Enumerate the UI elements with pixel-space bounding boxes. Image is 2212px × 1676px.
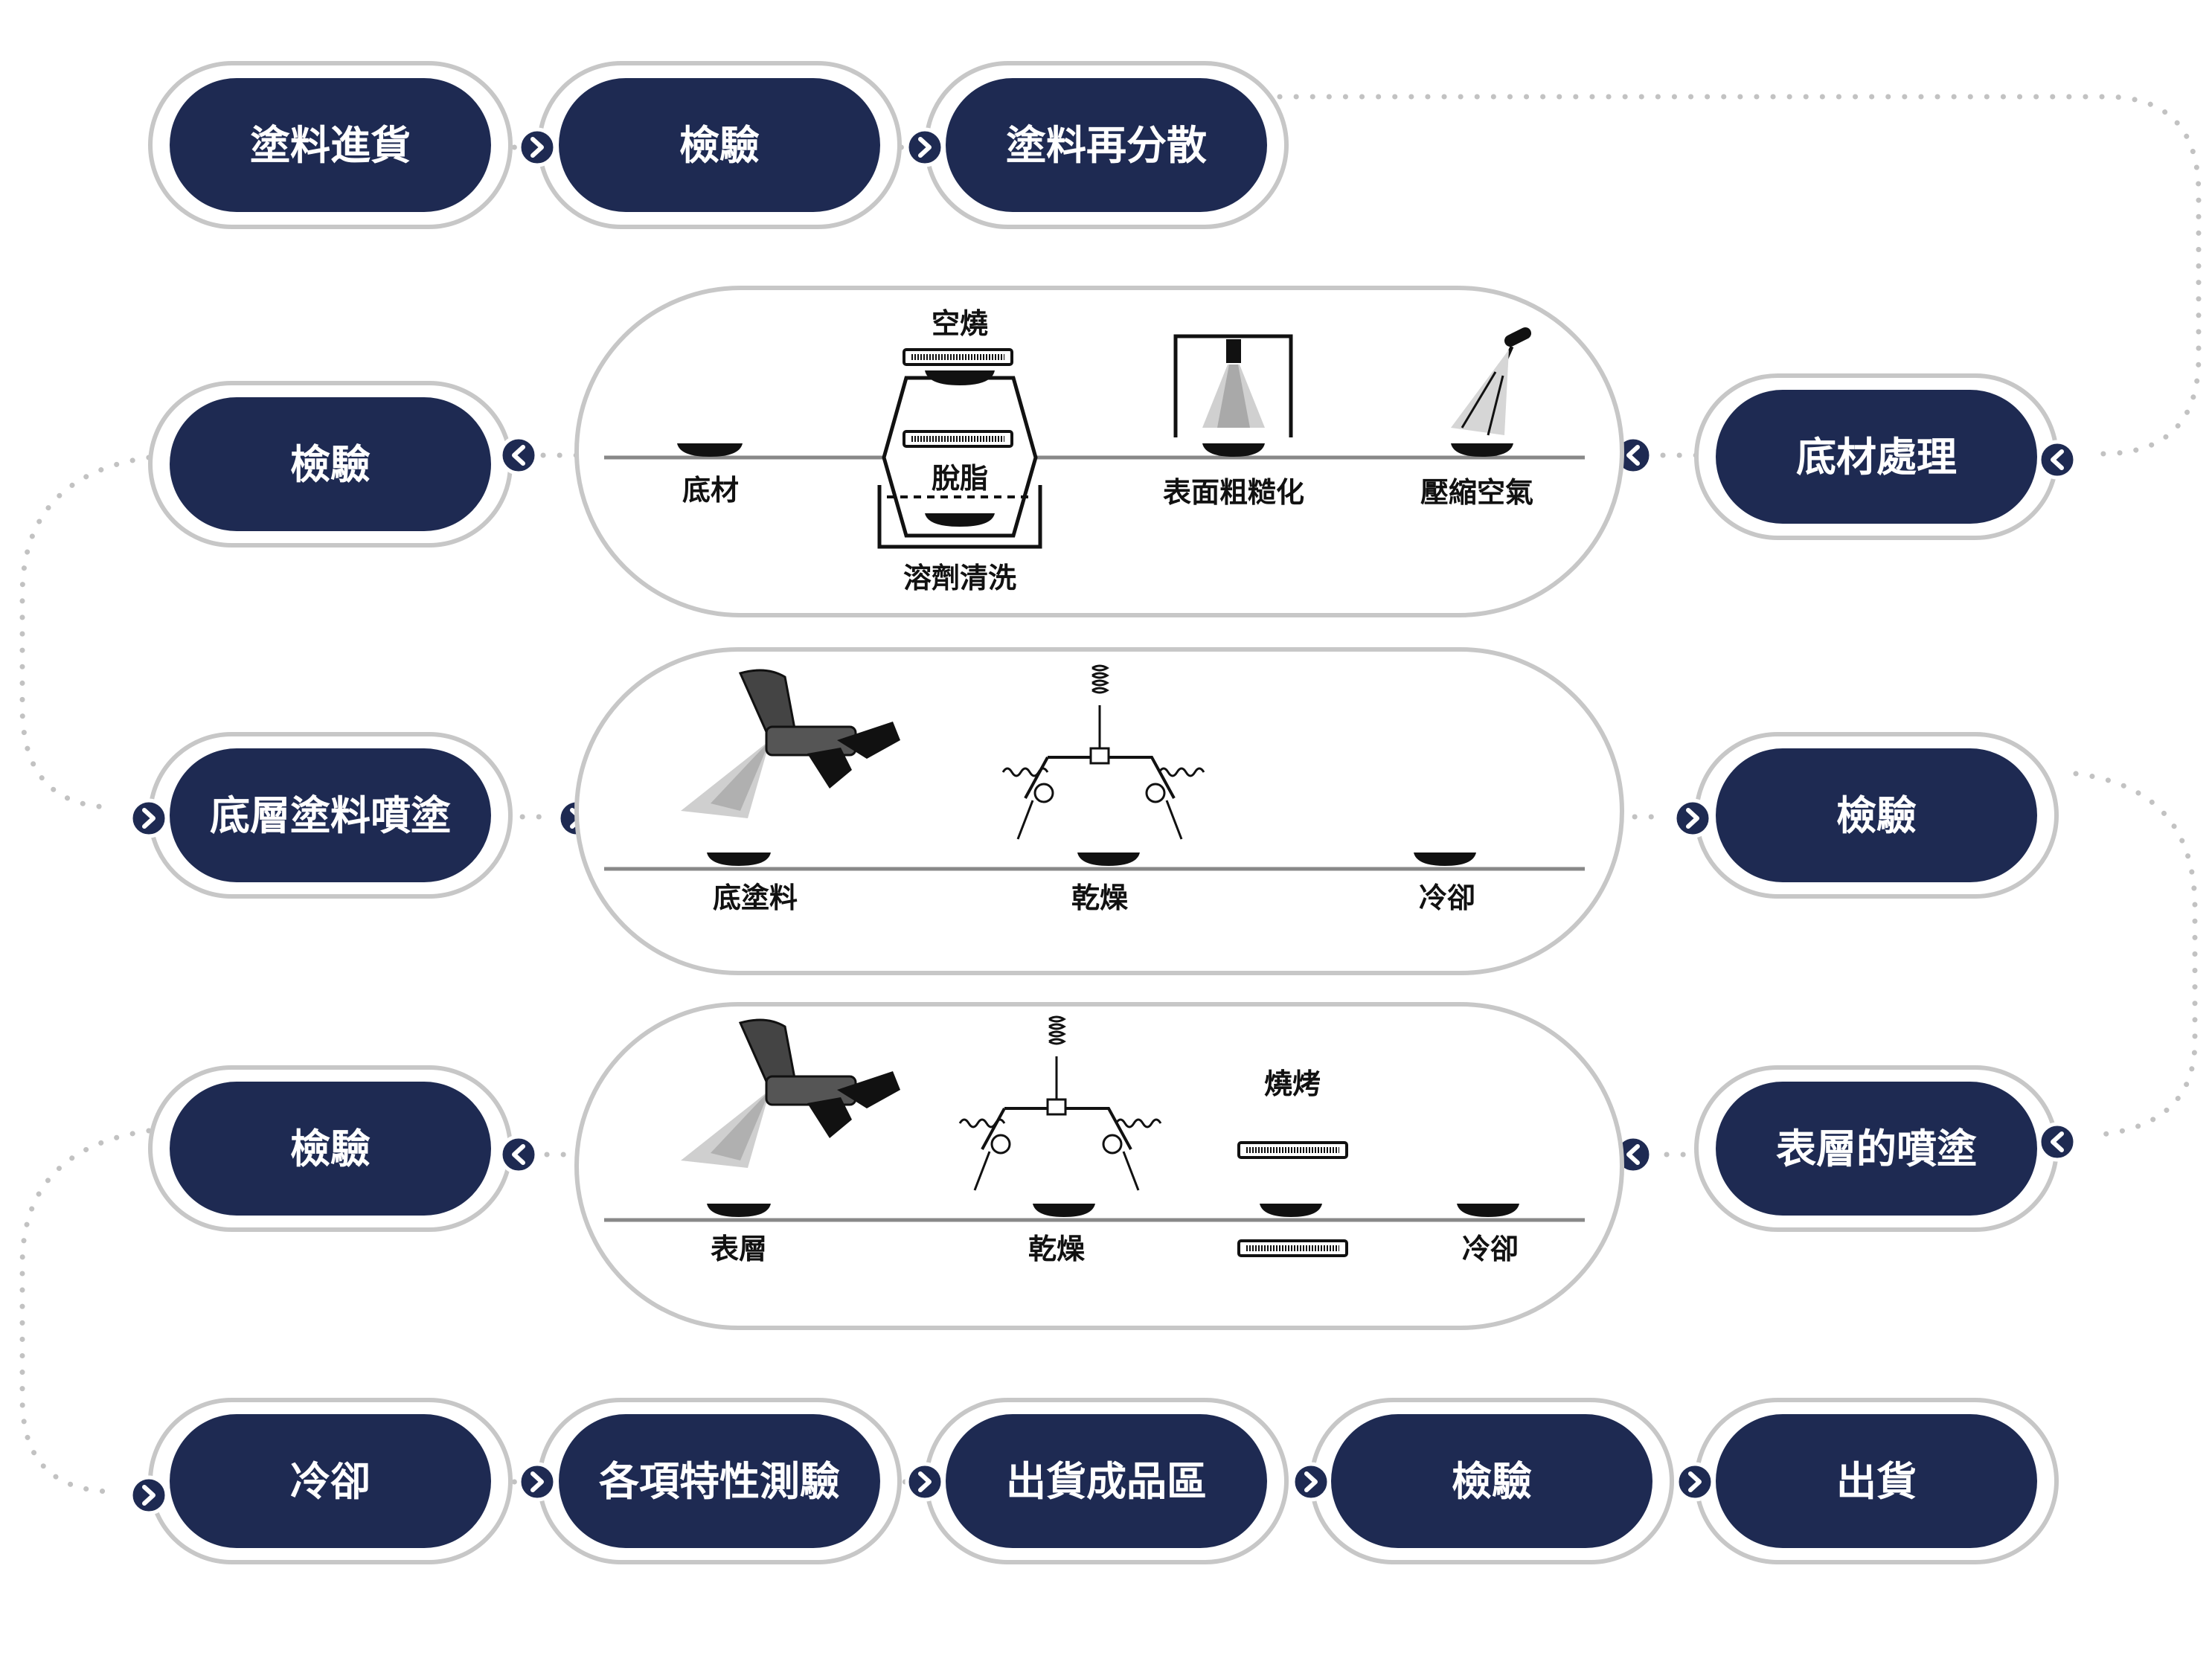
substrate-plate-icon xyxy=(1414,853,1476,866)
step-label: 塗料再分散 xyxy=(1006,122,1207,169)
label-base-coat: 底塗料 xyxy=(713,882,798,914)
label-compressed-air: 壓縮空氣 xyxy=(1420,476,1533,509)
panel-base-coat: 底塗料 乾燥 冷卻 xyxy=(574,647,1624,975)
degrease-chamber xyxy=(882,376,1038,538)
step-substrate-treatment[interactable]: 底材處理 xyxy=(1694,373,2059,540)
air-nozzle-icon xyxy=(1451,327,1531,457)
sandblast-icon xyxy=(1173,334,1293,457)
substrate-plate-icon xyxy=(707,853,771,866)
step-label: 出貨 xyxy=(1836,1458,1917,1505)
label-roughening: 表面粗糙化 xyxy=(1163,476,1304,509)
step-label: 塗料進貨 xyxy=(250,122,411,169)
step-coating-redispersion[interactable]: 塗料再分散 xyxy=(924,61,1289,229)
heater-plate-icon xyxy=(903,430,1013,448)
substrate-plate-icon xyxy=(677,443,743,457)
step-label: 出貨成品區 xyxy=(1006,1458,1207,1505)
step-top-coat-spray[interactable]: 表層的噴塗 xyxy=(1694,1065,2059,1232)
step-inspection-2[interactable]: 檢驗 xyxy=(148,381,513,548)
label-top-coat: 表層 xyxy=(711,1233,767,1265)
step-inspection-1[interactable]: 檢驗 xyxy=(537,61,902,229)
spray-gun-icon xyxy=(681,1018,900,1168)
step-label: 表層的噴塗 xyxy=(1776,1126,1977,1172)
step-label: 檢驗 xyxy=(1452,1458,1532,1505)
substrate-plate-icon xyxy=(1033,1204,1095,1217)
heater-coil-icon xyxy=(958,1015,1162,1191)
label-air-bake: 空燒 xyxy=(932,307,988,340)
label-degrease: 脫脂 xyxy=(932,462,988,495)
step-label: 檢驗 xyxy=(290,441,371,488)
chevron-left-icon xyxy=(2037,440,2077,480)
panel-substrate-treatment: 底材 空燒 脫脂 溶劑清洗 表面粗糙化 xyxy=(574,286,1624,617)
chevron-right-icon xyxy=(517,127,557,167)
chevron-right-icon xyxy=(1675,1462,1715,1502)
heater-plate-icon xyxy=(1237,1141,1348,1159)
step-shipping[interactable]: 出貨 xyxy=(1694,1398,2059,1564)
step-label: 檢驗 xyxy=(1836,792,1917,839)
label-substrate: 底材 xyxy=(682,474,739,507)
spray-gun-icon xyxy=(681,669,900,818)
label-dry: 乾燥 xyxy=(1028,1233,1086,1265)
chevron-right-icon xyxy=(129,798,169,838)
step-label: 各項特性測驗 xyxy=(599,1458,840,1505)
step-inspection-4[interactable]: 檢驗 xyxy=(148,1065,513,1232)
step-base-coat-spray[interactable]: 底層塗料噴塗 xyxy=(148,732,513,899)
step-coating-arrival[interactable]: 塗料進貨 xyxy=(148,61,513,229)
label-dry: 乾燥 xyxy=(1071,882,1129,914)
step-property-tests[interactable]: 各項特性測驗 xyxy=(537,1398,902,1564)
substrate-plate-icon xyxy=(707,1204,771,1217)
chevron-left-icon xyxy=(1613,1134,1653,1175)
step-finished-goods-area[interactable]: 出貨成品區 xyxy=(924,1398,1289,1564)
step-inspection-3[interactable]: 檢驗 xyxy=(1694,732,2059,899)
chevron-right-icon xyxy=(517,1462,557,1502)
chevron-right-icon xyxy=(905,1462,945,1502)
substrate-plate-icon xyxy=(1077,853,1140,866)
chevron-right-icon xyxy=(1291,1462,1331,1502)
heater-plate-icon xyxy=(1237,1239,1348,1257)
substrate-plate-icon xyxy=(1260,1204,1322,1217)
step-label: 底材處理 xyxy=(1796,434,1957,481)
solvent-tank-icon xyxy=(877,485,1042,549)
chevron-left-icon xyxy=(2037,1122,2077,1162)
chevron-right-icon xyxy=(1673,798,1713,838)
step-label: 底層塗料噴塗 xyxy=(210,792,451,839)
step-cooling[interactable]: 冷卻 xyxy=(148,1398,513,1564)
chevron-right-icon xyxy=(905,127,945,167)
substrate-plate-icon xyxy=(1457,1204,1519,1217)
label-solvent-wash: 溶劑清洗 xyxy=(903,562,1016,594)
label-bake: 燒烤 xyxy=(1264,1067,1321,1100)
step-label: 冷卻 xyxy=(290,1458,371,1505)
label-cool: 冷卻 xyxy=(1419,882,1475,914)
step-inspection-5[interactable]: 檢驗 xyxy=(1309,1398,1674,1564)
label-cool: 冷卻 xyxy=(1462,1233,1519,1265)
chevron-left-icon xyxy=(498,1134,539,1175)
step-label: 檢驗 xyxy=(679,122,760,169)
chevron-right-icon xyxy=(129,1475,169,1515)
chevron-left-icon xyxy=(498,435,539,475)
heater-coil-icon xyxy=(1001,664,1205,840)
step-label: 檢驗 xyxy=(290,1126,371,1172)
panel-top-coat: 表層 乾燥 燒烤 冷卻 xyxy=(574,1002,1624,1330)
heater-plate-icon xyxy=(903,348,1013,366)
